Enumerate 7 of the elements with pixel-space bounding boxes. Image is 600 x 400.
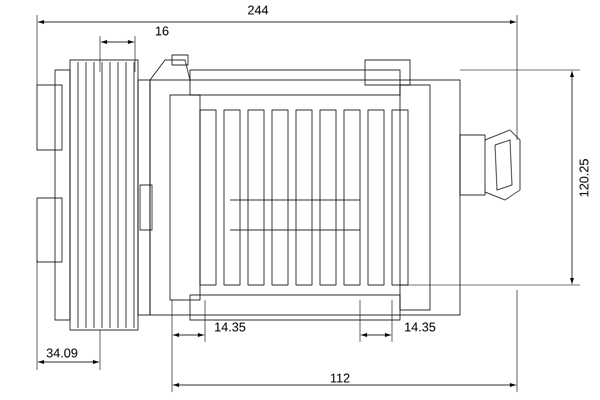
dimension-label: 14.35 — [212, 321, 248, 333]
dimension-label: 244 — [246, 4, 270, 16]
dimension-label: 14.35 — [402, 321, 438, 333]
dimension-label: 120.25 — [578, 157, 590, 199]
dimension-label: 16 — [154, 25, 170, 37]
dimension-label: 34.09 — [44, 347, 80, 359]
dimension-label: 112 — [328, 372, 352, 384]
